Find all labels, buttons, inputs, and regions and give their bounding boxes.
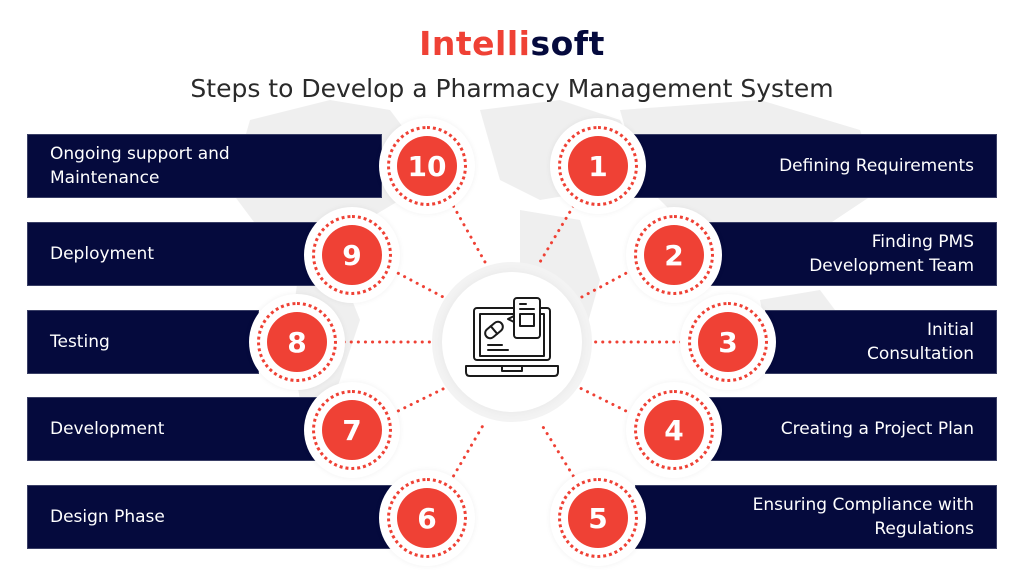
step-4-number: 4 — [644, 400, 704, 460]
logo-part-intelli: Intelli — [419, 24, 531, 63]
step-3-number: 3 — [698, 312, 758, 372]
step-10-number: 10 — [397, 136, 457, 196]
page-title: Steps to Develop a Pharmacy Management S… — [190, 74, 834, 103]
step-9-number: 9 — [322, 225, 382, 285]
step-1-number: 1 — [568, 136, 628, 196]
laptop-pharmacy-icon — [465, 297, 559, 377]
step-6-label: Design Phase — [50, 507, 165, 527]
step-9-box: Deployment — [27, 222, 317, 286]
step-7-box: Development — [27, 397, 317, 461]
step-6-box: Design Phase — [27, 485, 397, 549]
step-8-box: Testing — [27, 310, 259, 374]
step-2-number: 2 — [644, 225, 704, 285]
intellisoft-logo: Intellisoft — [0, 24, 1024, 63]
center-hub — [442, 272, 582, 412]
step-1-box: Defining Requirements — [620, 134, 997, 198]
step-7-number: 7 — [322, 400, 382, 460]
step-8-label: Testing — [50, 332, 110, 352]
step-4-box: Creating a Project Plan — [709, 397, 997, 461]
step-8-number: 8 — [267, 312, 327, 372]
step-4-label: Creating a Project Plan — [780, 419, 974, 439]
step-7-label: Development — [50, 419, 165, 439]
step-6-number: 6 — [397, 488, 457, 548]
step-9-label: Deployment — [50, 244, 154, 264]
logo-part-soft: soft — [530, 24, 605, 63]
step-1-label: Defining Requirements — [779, 156, 974, 176]
step-5-number: 5 — [568, 488, 628, 548]
